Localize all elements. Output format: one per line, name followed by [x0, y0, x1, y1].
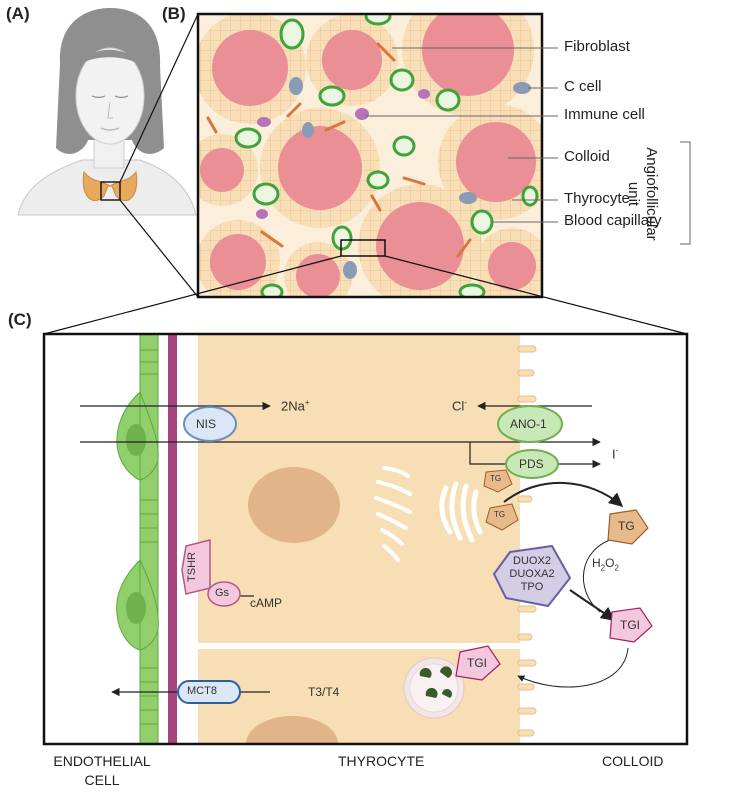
follicle: [438, 104, 542, 220]
panel-b-tissue: [198, 14, 542, 297]
protein-shapes: [177, 405, 653, 704]
footer-colloid: COLLOID: [602, 753, 664, 769]
follicle: [198, 14, 306, 124]
iodide-charge: -: [615, 446, 619, 455]
footer-thyrocyte: THYROCYTE: [338, 753, 425, 769]
tgi-colloid-label: TGI: [620, 618, 640, 632]
nucleus: [248, 467, 340, 543]
panel-a-label: (A): [6, 4, 30, 23]
microvilli: [517, 345, 537, 737]
nis-label: NIS: [196, 417, 217, 431]
h2o2-o: O: [605, 556, 615, 570]
footer-endothelial: ENDOTHELIAL CELL: [44, 752, 160, 790]
mct8-label: MCT8: [187, 685, 217, 697]
immune-cells: [256, 89, 430, 219]
follicle: [358, 184, 482, 297]
transport-arrows: [80, 401, 629, 697]
label-immune-cell: Immune cell: [564, 106, 645, 123]
chloride-label: Cl-: [452, 398, 467, 413]
callout-lines: [366, 47, 558, 223]
basement-membrane: [168, 334, 177, 744]
sodium-charge: +: [304, 398, 310, 407]
sodium-text: 2Na: [281, 398, 305, 414]
footer-endothelial-line-2: CELL: [84, 772, 120, 788]
pds-label: PDS: [519, 457, 544, 471]
gs-label: Gs: [215, 587, 230, 599]
tg-small-label-2: TG: [494, 510, 506, 519]
tg-small-label-1: TG: [490, 474, 502, 483]
label-thyrocyte: Thyrocyte: [564, 190, 630, 207]
follicle: [402, 14, 534, 116]
zoom-line: [384, 255, 688, 335]
zoom-line: [119, 13, 199, 183]
tgi-cell-label: TGI: [467, 656, 487, 670]
label-angiofollicular-unit: Angiofollicular unit: [624, 124, 660, 264]
tg-label: TG: [618, 519, 635, 533]
h2o2-label: H2O2: [592, 556, 619, 572]
label-fibroblast: Fibroblast: [564, 38, 630, 55]
sodium-label: 2Na+: [281, 398, 310, 413]
follicle: [260, 108, 380, 228]
panel-a-illustration: [17, 8, 197, 216]
iodide-text: I: [612, 446, 616, 462]
label-blood-capillary: Blood capillary: [564, 212, 662, 229]
endothelial-cell: [116, 334, 159, 744]
tpo-label: TPO: [520, 581, 544, 593]
endoplasmic-reticulum: [374, 466, 412, 562]
h2o2-h: H: [592, 556, 601, 570]
enzyme-complex-label: DUOX2 DUOXA2 TPO: [503, 555, 561, 594]
duox2-label: DUOX2: [513, 555, 551, 567]
ano1-label: ANO-1: [510, 417, 547, 431]
duoxa2-label: DUOXA2: [509, 568, 555, 580]
fibroblasts: [206, 42, 472, 258]
angiofollicular-bracket: [680, 141, 691, 245]
angiofollicular-line-2: unit: [625, 181, 642, 207]
panel-b-label: (B): [162, 4, 186, 23]
panel-b-frame: [196, 12, 544, 299]
label-colloid: Colloid: [564, 148, 610, 165]
h2o2-sub-1: 2: [600, 563, 606, 573]
golgi: [439, 481, 483, 543]
follicle: [198, 134, 258, 206]
follicle: [474, 228, 542, 297]
t3t4-label: T3/T4: [308, 685, 340, 699]
follicle: [306, 14, 398, 106]
zoom-line: [119, 199, 199, 298]
zoom-box: [340, 239, 386, 257]
lysosome: [403, 657, 465, 719]
tshr-label: TSHR: [186, 552, 198, 582]
chloride-charge: -: [464, 398, 467, 407]
panel-c-frame: [42, 332, 689, 746]
chloride-text: Cl: [452, 398, 465, 414]
camp-label: cAMP: [250, 596, 283, 610]
panel-c-label: (C): [8, 310, 32, 329]
zoom-line: [43, 255, 342, 335]
nucleus: [246, 716, 338, 744]
capillaries: [234, 14, 539, 297]
panel-c-cell: [44, 334, 687, 744]
label-c-cell: C cell: [564, 78, 602, 95]
angiofollicular-line-1: Angiofollicular: [643, 147, 660, 241]
h2o2-sub-2: 2: [614, 563, 619, 573]
c-cells: [289, 77, 531, 279]
follicle: [284, 242, 352, 297]
footer-endothelial-line-1: ENDOTHELIAL: [53, 753, 151, 769]
iodide-label: I-: [612, 446, 618, 461]
